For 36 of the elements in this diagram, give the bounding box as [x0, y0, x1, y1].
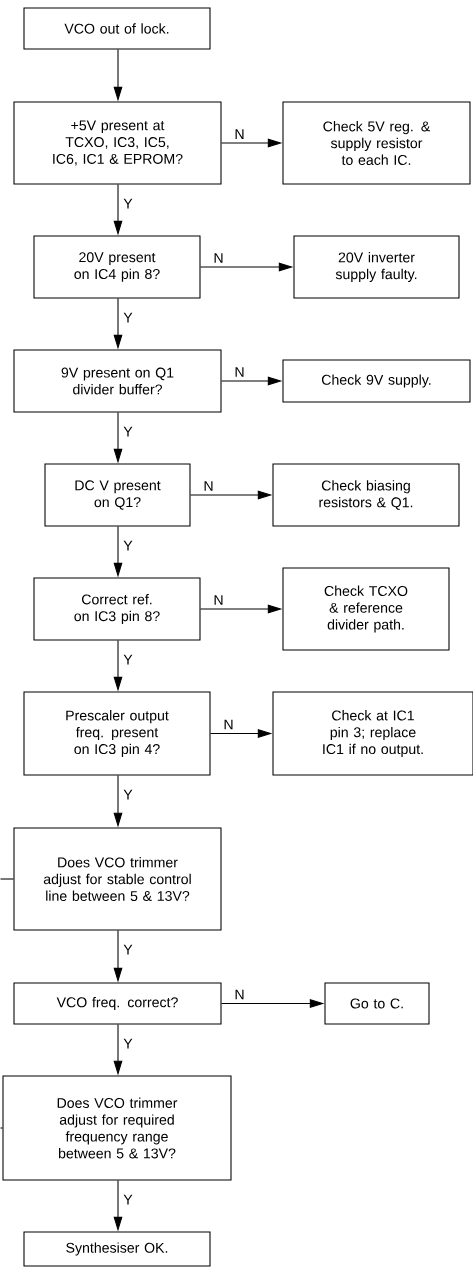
process-box: Check TCXO & reference divider path. — [282, 567, 450, 651]
edge-label: Y — [123, 426, 133, 437]
edge-label: Y — [123, 789, 133, 800]
edge-label: N — [235, 367, 244, 377]
edge-label: N — [235, 989, 244, 1000]
edge-label: Y — [123, 654, 133, 665]
process-box: Prescaler output freq. present on IC3 pin 4? — [23, 691, 211, 776]
process-box: Check 5V reg. & supply resistor to each IC. — [282, 101, 471, 185]
process-box: Check at IC1 pin 3; replace IC1 if no output. — [272, 691, 473, 776]
edge-label: N — [235, 129, 244, 139]
edge-label: Y — [123, 198, 133, 209]
edge-label: Y — [123, 312, 133, 323]
process-box: Does VCO trimmer adjust for stable control line between 5 & 13V? — [13, 827, 222, 931]
edge-label: Y — [123, 1038, 133, 1049]
process-box: DC V present on Q1? — [44, 463, 191, 527]
edge-label: N — [204, 481, 213, 491]
process-box: Does VCO trimmer adjust for required frequency range between 5 & 13V? — [2, 1075, 232, 1181]
line-stub — [0, 1127, 3, 1129]
process-box: 20V present on IC4 pin 8? — [33, 235, 201, 299]
process-box: 9V present on Q1 divider buffer? — [13, 349, 222, 413]
process-box: +5V present at TCXO, IC3, IC5, IC6, IC1 & EPROM? — [13, 101, 222, 185]
line-stub — [0, 878, 14, 880]
edge-label: Y — [123, 944, 133, 955]
edge-label: Y — [123, 1194, 133, 1205]
edge-label: N — [214, 595, 223, 605]
process-box: VCO out of lock. — [23, 7, 211, 50]
process-box: Go to C. — [324, 982, 430, 1025]
process-box: Check 9V supply. — [282, 359, 471, 403]
process-box: Correct ref. on IC3 pin 8? — [33, 577, 201, 641]
edge-label: Y — [123, 540, 133, 551]
process-box: Check biasing resistors & Q1. — [272, 463, 460, 527]
process-box: VCO freq. correct? — [13, 982, 222, 1025]
process-box: Synthesiser OK. — [23, 1231, 211, 1267]
process-box: 20V inverter supply faulty. — [293, 235, 460, 299]
edge-label: N — [224, 719, 233, 730]
edge-label: N — [214, 253, 223, 263]
